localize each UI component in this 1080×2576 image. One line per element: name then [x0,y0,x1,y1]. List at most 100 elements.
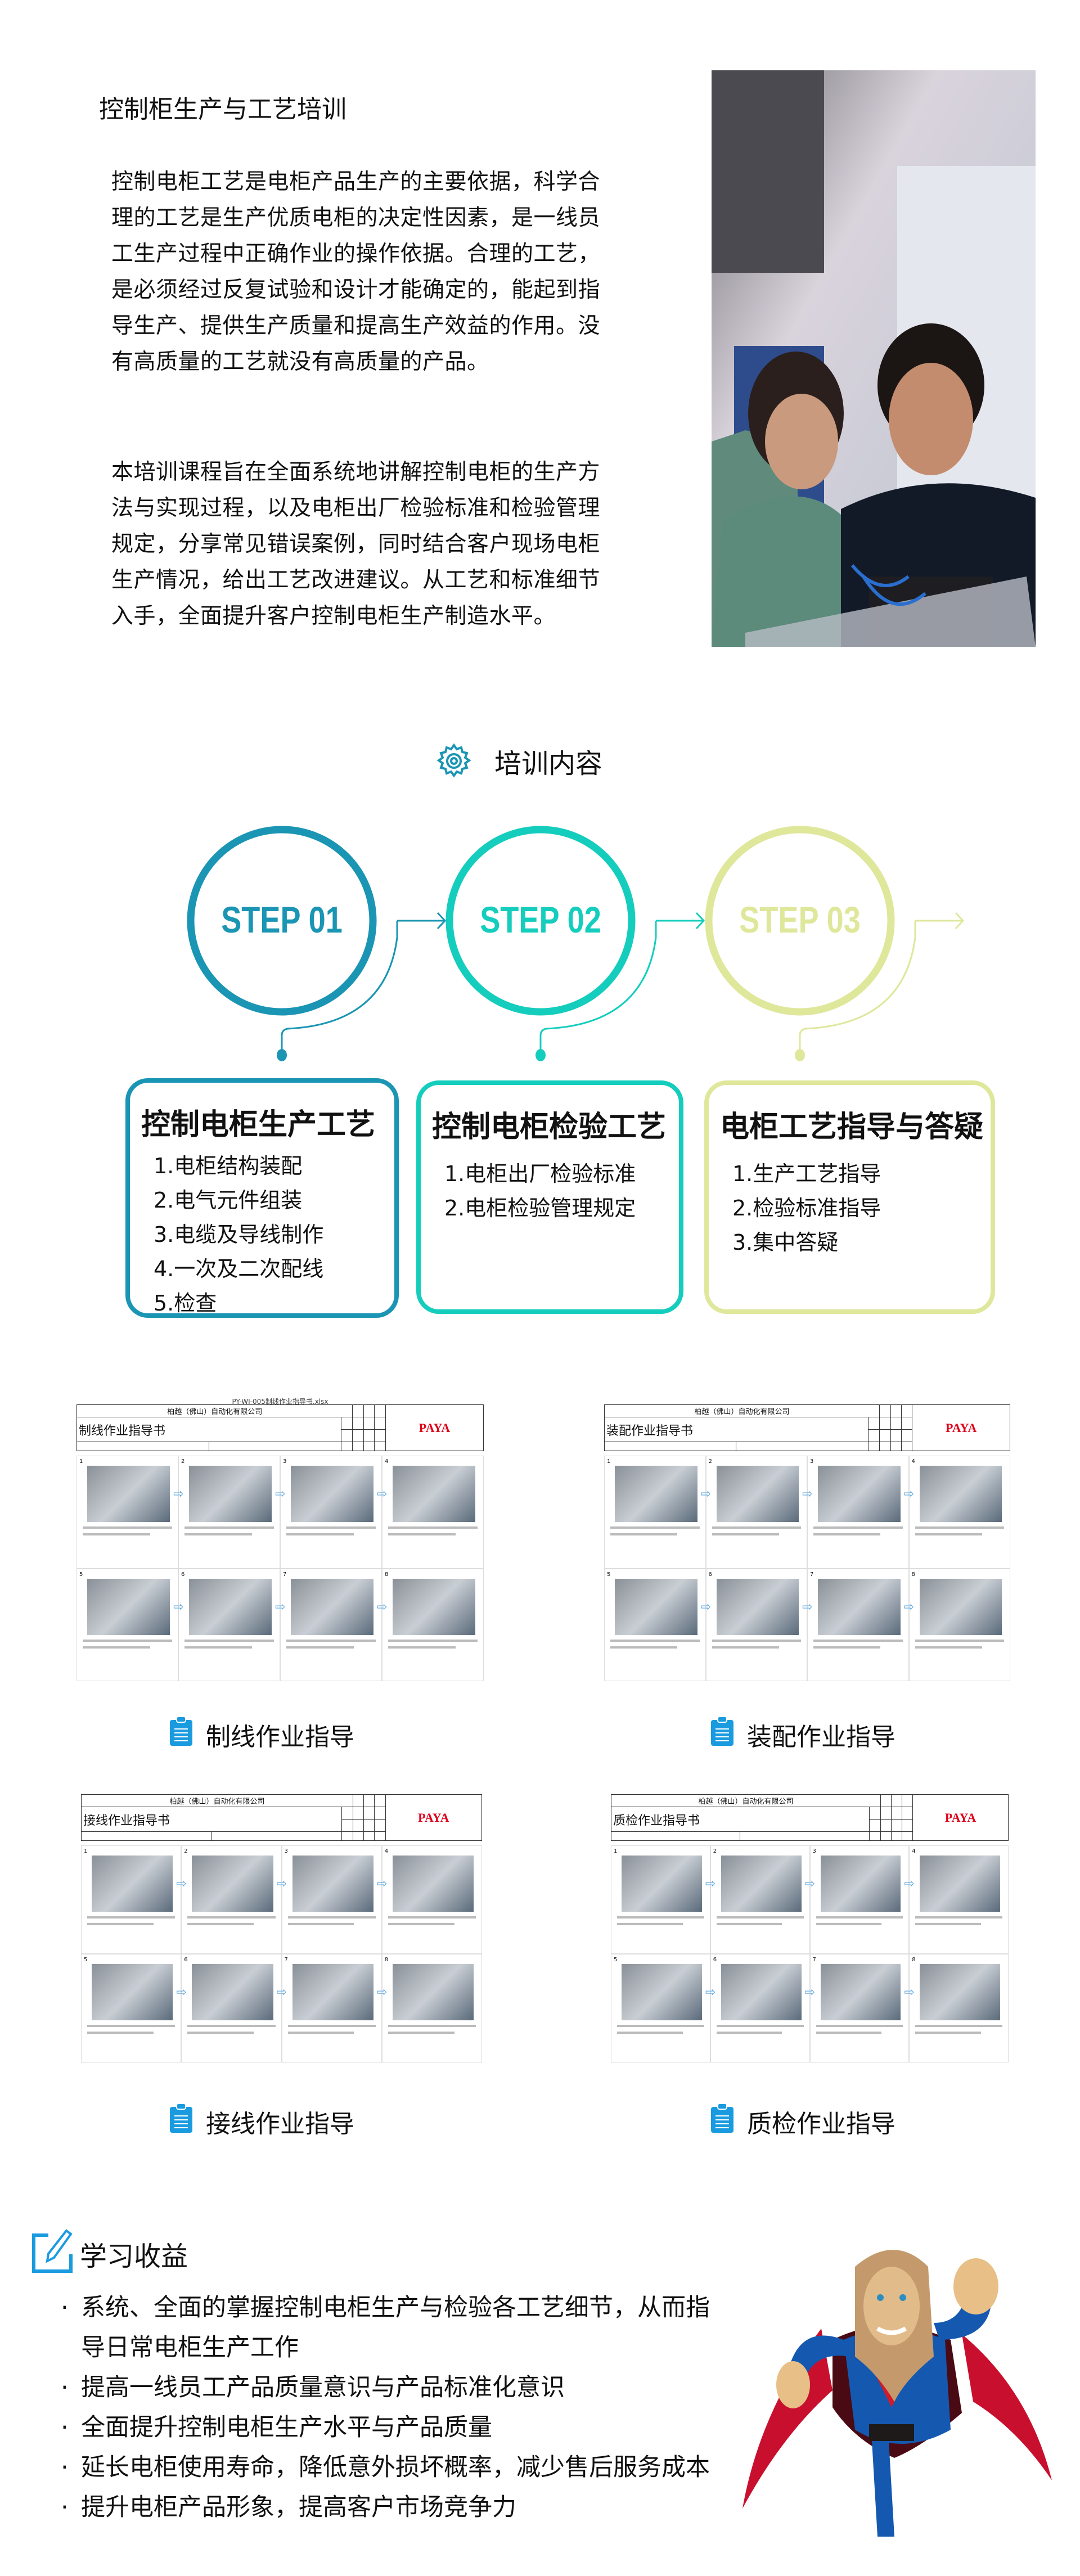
gains-heading-text: 学习收益 [80,2241,188,2272]
arrow-right-icon: ⇨ [173,1600,184,1614]
step-box-2: 控制电柜检验工艺 1.电柜出厂检验标准 2.电柜检验管理规定 [416,1080,683,1314]
step-photo [721,1856,802,1912]
edit-pencil-icon [32,2229,73,2273]
guide-label-connection: 接线作业指导 [169,2102,354,2140]
step-box-1: 控制电柜生产工艺 1.电柜结构装配 2.电气元件组装 3.电缆及导线制作 4.一… [125,1078,399,1318]
arrow-right-icon: ⇨ [903,1487,914,1501]
gain-item: 提升电柜产品形象，提高客户市场竞争力 [61,2488,710,2528]
arrow-right-icon: ⇨ [904,1877,915,1891]
step-connector [539,921,657,1055]
step-item: 1.电柜结构装配 [154,1154,303,1178]
step-label-2: STEP 02 [480,899,601,940]
training-heading-text: 培训内容 [494,748,603,780]
arrow-right-icon: ⇨ [276,1877,287,1891]
guide-step-panel: 4 ⇨ [904,1845,1009,1954]
guide-label-assembly: 装配作业指导 [710,1715,896,1753]
arrow-right-icon: ⇨ [700,1600,711,1614]
step-photo [622,1964,702,2020]
step-dot [536,1049,546,1061]
page-title: 控制柜生产与工艺培训 [99,95,346,124]
step-photo [87,1578,170,1635]
guide-label-text: 质检作业指导 [747,2109,896,2138]
doc-company: 柏越（佛山）自动化有限公司 [611,1794,881,1807]
guide-step-panel: 2 ⇨ [173,1456,280,1569]
doc-title: 接线作业指导书 [81,1807,342,1832]
guide-step-panel: 1 [611,1845,710,1954]
step-dot [795,1049,805,1061]
guide-step-panel: 7 ⇨ [802,1568,909,1681]
arrow-right-icon: ⇨ [173,1487,184,1501]
intro-paragraph-1: 控制电柜工艺是电柜产品生产的主要依据，科学合理的工艺是生产优质电柜的决定性因素，… [111,169,601,375]
guide-step-panel: 1 [81,1845,182,1954]
step-photo [820,1856,901,1912]
guide-step-panel: 8 ⇨ [377,1954,482,2062]
doc-title: 质检作业指导书 [611,1807,870,1832]
arrow-right-icon: ⇨ [276,1985,287,1999]
step-circle-1 [187,826,377,1016]
arrow-right-icon: ⇨ [376,1985,388,1999]
step-box-title: 电柜工艺指导与答疑 [720,1110,984,1144]
arrow-right-icon: ⇨ [802,1600,813,1614]
step-photo [292,1964,374,2020]
arrow-right-icon: ⇨ [903,1600,914,1614]
step-box-title: 控制电柜生产工艺 [141,1108,376,1142]
guide-step-panel: 3 ⇨ [805,1845,910,1954]
step-photo [919,1466,1002,1522]
gear-icon [436,743,471,778]
doc-brand-logo: PAYA [385,1794,483,1841]
arrow-right-icon [915,912,965,930]
arrow-right-icon: ⇨ [377,1487,388,1501]
gain-item: 系统、全面的掌握控制电柜生产与检验各工艺细节，从而指 [61,2288,710,2328]
lion-superhero-illustration [737,2244,1063,2545]
guide-step-panel: 4 ⇨ [904,1456,1010,1569]
guide-step-panel: 8 ⇨ [377,1568,484,1681]
doc-filename [611,1786,1009,1794]
doc-filename: PY-WI-005制线作业指导书.xlsx [232,1398,328,1406]
arrow-right-icon: ⇨ [275,1600,286,1614]
step-photo [622,1856,702,1912]
step-photo [919,1578,1002,1635]
arrow-right-icon: ⇨ [176,1985,187,1999]
guide-step-panel: 5 [76,1568,178,1681]
arrow-right-icon [656,912,705,930]
step-photo [292,1856,374,1912]
step-item: 2.检验标准指导 [732,1196,881,1221]
guide-step-panel: 5 [611,1954,710,2062]
arrow-right-icon: ⇨ [705,1985,716,1999]
arrow-right-icon: ⇨ [376,1877,388,1891]
guide-label-text: 装配作业指导 [747,1722,896,1751]
guide-step-panel: 2 ⇨ [701,1456,807,1569]
arrow-right-icon: ⇨ [904,1985,915,1999]
guide-step-panel: 6 ⇨ [173,1568,280,1681]
step-box-title: 控制电柜检验工艺 [432,1110,667,1144]
gains-heading: 学习收益 [32,2228,188,2273]
guide-step-panel: 8 ⇨ [904,1954,1009,2062]
arrow-right-icon: ⇨ [804,1985,815,1999]
gain-item: 全面提升控制电柜生产水平与产品质量 [61,2408,710,2448]
guide-step-panel: 7 ⇨ [275,1568,382,1681]
arrow-right-icon: ⇨ [377,1600,388,1614]
step-photo [615,1578,698,1635]
guide-step-panel: 6 ⇨ [705,1954,810,2062]
clipboard-icon [169,1715,194,1753]
clipboard-icon [169,2102,194,2140]
doc-company: 柏越（佛山）自动化有限公司 [76,1404,353,1417]
step-circle-2 [446,826,636,1016]
arrow-right-icon [397,912,447,930]
step-photo [716,1578,799,1635]
guide-label-inspection: 质检作业指导 [710,2102,896,2140]
step-photo [392,1856,474,1912]
step-photo [189,1578,272,1635]
step-circle-3 [705,826,895,1016]
step-photo [291,1466,374,1522]
guide-step-panel: 6 ⇨ [701,1568,807,1681]
doc-brand-logo: PAYA [912,1404,1010,1451]
